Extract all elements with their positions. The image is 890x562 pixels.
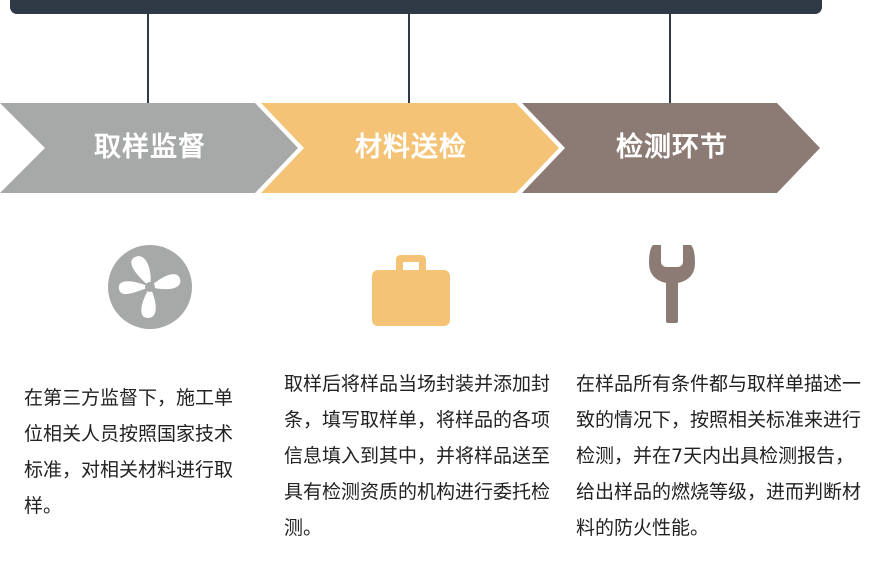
chevron-step-1 xyxy=(0,103,298,193)
step-3-title: 检测环节 xyxy=(616,132,728,163)
chevron-step-2 xyxy=(261,103,559,193)
step-1-description: 在第三方监督下，施工单位相关人员按照国家技术标准，对相关材料进行取样。 xyxy=(24,387,234,517)
step-3-description: 在样品所有条件都与取样单描述一致的情况下，按照相关标准来进行检测，并在7天内出具… xyxy=(576,373,862,539)
wrench-icon xyxy=(649,245,695,323)
timeline-bar xyxy=(10,0,822,14)
step-1-title: 取样监督 xyxy=(94,132,206,163)
step-2-title: 材料送检 xyxy=(355,132,467,163)
step-2-description: 取样后将样品当场封装并添加封条，填写取样单，将样品的各项信息填入到其中，并将样品… xyxy=(284,373,551,539)
briefcase-icon xyxy=(372,255,450,326)
ventilator-fan-icon xyxy=(108,245,192,329)
chevron-step-3 xyxy=(522,103,820,193)
